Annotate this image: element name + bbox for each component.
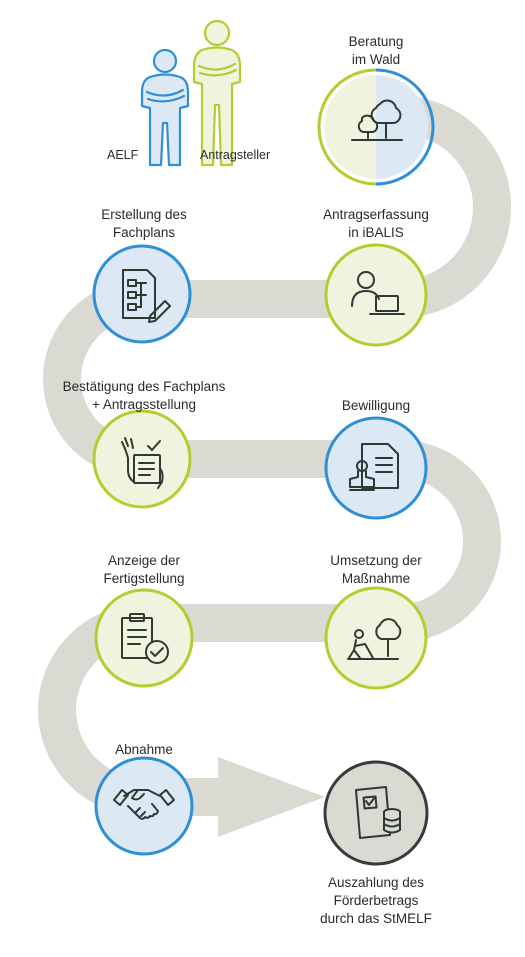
legend-aelf-label: AELF	[107, 148, 139, 162]
step-8-label: Abnahme	[34, 741, 254, 759]
step-9-circle	[323, 760, 429, 866]
hand-checklist-icon	[121, 437, 164, 489]
step-3-label-line2: Fachplans	[112, 225, 176, 240]
step-4-label-line1: Bestätigung des Fachplans	[62, 379, 226, 394]
process-arrow-head	[218, 757, 325, 837]
step-6-circle	[324, 586, 428, 690]
step-7-label-line2: Fertigstellung	[103, 571, 185, 586]
step-3-label-line1: Erstellung des	[101, 207, 187, 222]
aelf-person-icon	[140, 48, 190, 167]
step-5-label-line1: Bewilligung	[341, 398, 411, 413]
step-5-circle	[324, 416, 428, 520]
planting-tree-icon	[347, 618, 402, 660]
step-1-label-line2: im Wald	[351, 52, 401, 67]
step-8-label-line1: Abnahme	[115, 742, 173, 757]
step-1-circle	[317, 68, 435, 186]
step-1-label: Beratung im Wald	[266, 33, 486, 69]
stamp-document-icon	[349, 443, 399, 491]
step-4-circle	[92, 409, 192, 509]
step-8-circle	[94, 756, 194, 856]
legend-antragsteller-label: Antragsteller	[200, 148, 271, 162]
plan-document-pen-icon	[122, 269, 171, 323]
step-9-label-line1: Auszahlung des	[327, 875, 425, 890]
step-6-label: Umsetzung der Maßnahme	[266, 552, 486, 588]
step-2-label-line1: Antragserfassung	[323, 207, 429, 222]
step-1-label-line1: Beratung	[348, 34, 404, 49]
step-9-label: Auszahlung des Förderbetrags durch das S…	[266, 874, 486, 928]
step-6-label-line2: Maßnahme	[341, 571, 411, 586]
step-4-label: Bestätigung des Fachplans + Antragsstell…	[34, 378, 254, 414]
step-7-label: Anzeige der Fertigstellung	[34, 552, 254, 588]
forest-trees-icon	[351, 99, 403, 141]
step-7-label-line1: Anzeige der	[107, 553, 181, 568]
antragsteller-person-icon	[192, 19, 242, 167]
step-2-label-line2: in iBALIS	[348, 225, 404, 240]
step-9-label-line3: durch das StMELF	[320, 911, 432, 926]
payment-coins-icon	[355, 786, 401, 839]
clipboard-check-icon	[121, 613, 169, 664]
step-4-label-line2: + Antragsstellung	[92, 397, 196, 412]
step-6-label-line1: Umsetzung der	[330, 553, 422, 568]
handshake-icon	[113, 789, 175, 820]
process-path	[38, 96, 511, 816]
person-laptop-icon	[351, 271, 405, 315]
step-3-label: Erstellung des Fachplans	[34, 206, 254, 242]
step-2-label: Antragserfassung in iBALIS	[266, 206, 486, 242]
step-5-label: Bewilligung	[266, 397, 486, 415]
step-9-label-line2: Förderbetrags	[333, 893, 419, 908]
